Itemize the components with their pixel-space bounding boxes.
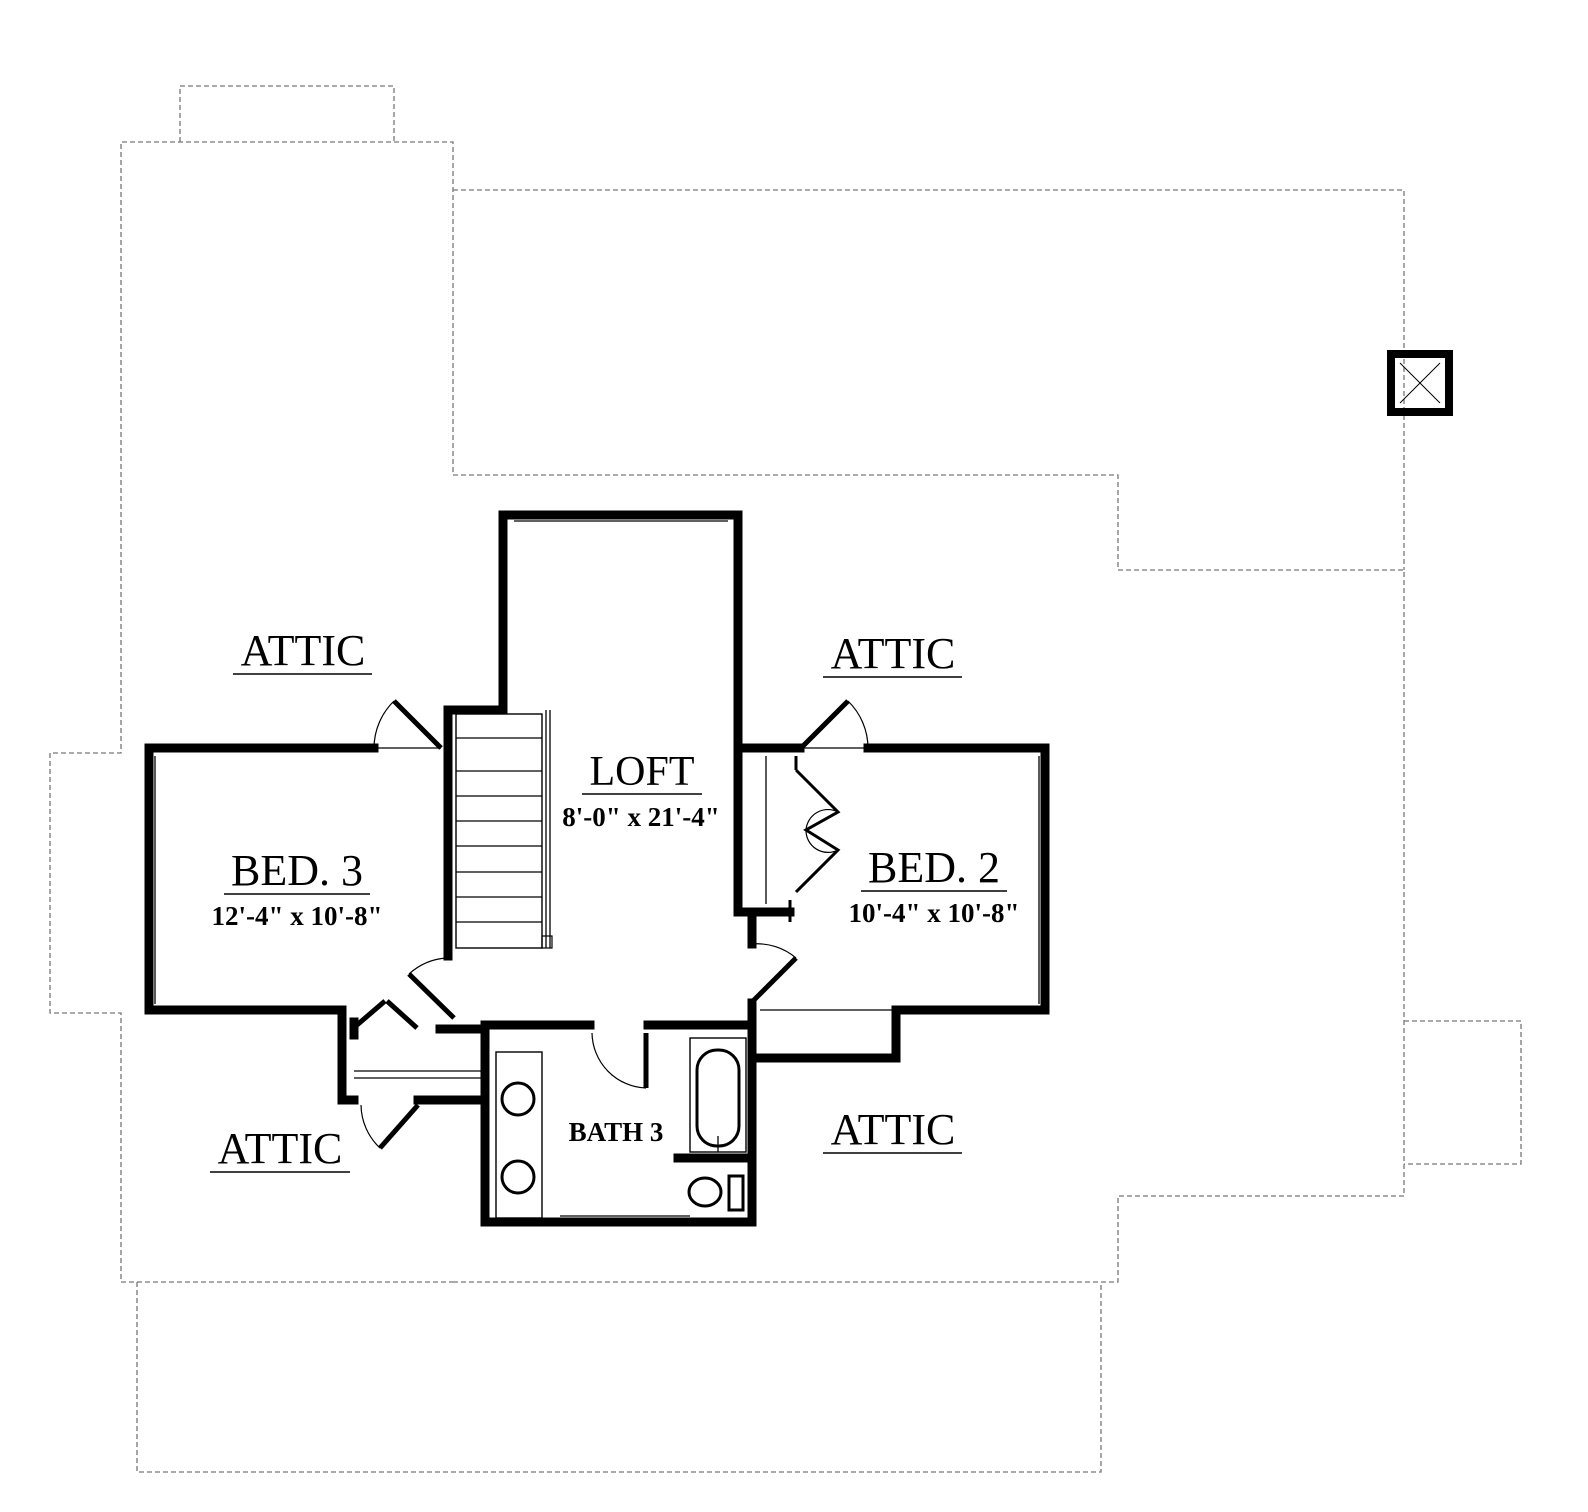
bed3-dims: 12'-4" x 10'-8" bbox=[212, 901, 383, 931]
attic-label-se: ATTIC bbox=[831, 1105, 956, 1154]
bath-fixtures bbox=[495, 1037, 751, 1219]
loft-dims: 8'-0" x 21'-4" bbox=[562, 802, 719, 832]
attic-label-sw: ATTIC bbox=[218, 1124, 343, 1173]
vent-icon bbox=[1387, 350, 1453, 416]
sink-icon bbox=[500, 1159, 536, 1195]
bathtub-icon bbox=[689, 1037, 747, 1153]
attic-label-nw: ATTIC bbox=[241, 626, 366, 675]
toilet-icon bbox=[687, 1174, 745, 1212]
room-labels: ATTIC ATTIC ATTIC ATTIC LOFT 8'-0" x 21'… bbox=[210, 626, 1019, 1173]
bed2-dims: 10'-4" x 10'-8" bbox=[849, 898, 1020, 928]
bath3-name: BATH 3 bbox=[569, 1117, 664, 1147]
walls bbox=[144, 510, 1050, 1227]
loft-name: LOFT bbox=[590, 749, 695, 795]
staircase bbox=[455, 710, 553, 949]
doors bbox=[354, 699, 896, 1150]
sink-icon bbox=[500, 1081, 536, 1117]
roof-outline bbox=[49, 85, 1522, 1473]
windows bbox=[154, 520, 1040, 1217]
bed3-name: BED. 3 bbox=[231, 846, 363, 895]
bed2-name: BED. 2 bbox=[868, 843, 1000, 892]
attic-label-ne: ATTIC bbox=[831, 629, 956, 678]
